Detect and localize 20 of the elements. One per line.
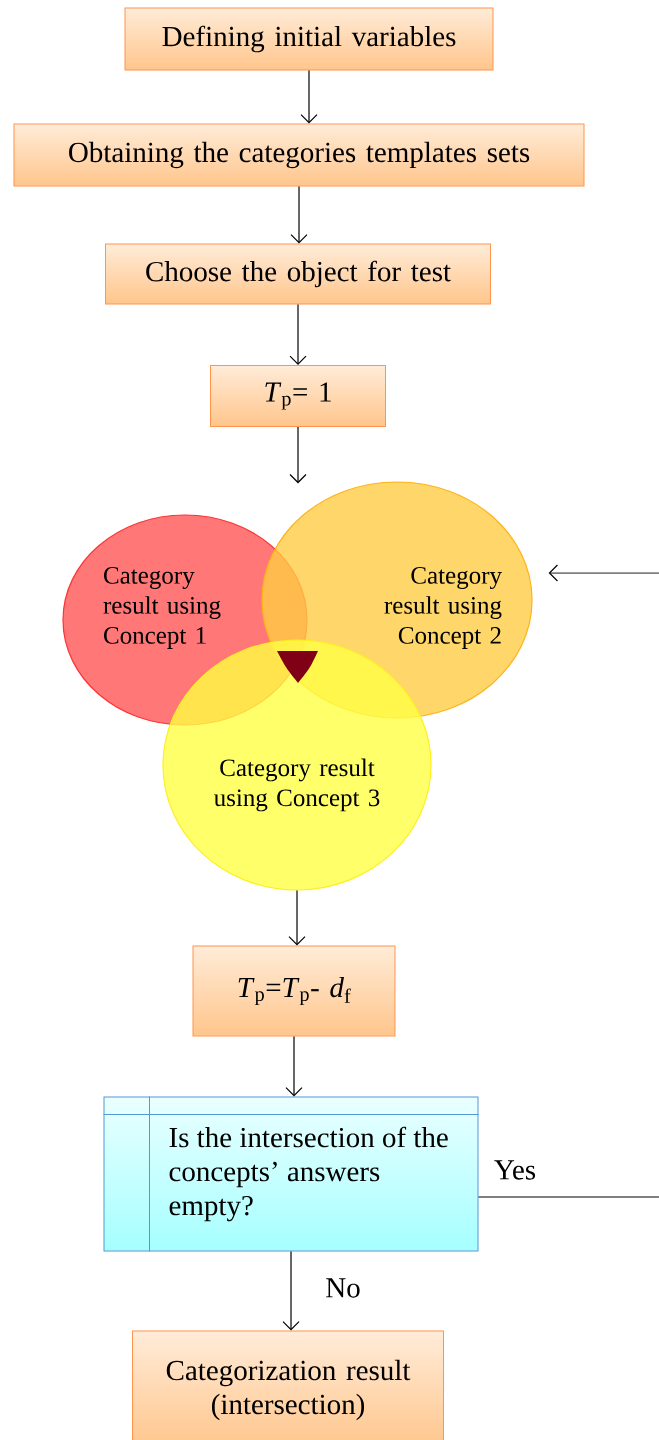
- circle-label: Category result using Concept 1: [103, 567, 221, 649]
- edge-label: No: [324, 1277, 362, 1299]
- circle-label: Category result using Concept 3: [214, 758, 380, 812]
- arrow: [548, 564, 659, 582]
- circle-label: Category result using Concept 2: [384, 567, 502, 649]
- process-box: T$_{p}$=T$_{p}$- d$_{f}$: [192, 945, 396, 1037]
- decision-box: Is the intersection of the concepts’ answers empty?: [103, 1096, 479, 1252]
- arrow: [288, 890, 306, 946]
- arrow: [300, 69, 318, 124]
- process-box: T$_{p}$= 1: [210, 365, 386, 427]
- process-box: Obtaining the categories templates sets: [13, 123, 585, 187]
- arrow: [282, 1250, 300, 1331]
- arrow: [285, 1035, 303, 1097]
- process-box: Categorization result (intersection): [132, 1330, 444, 1440]
- process-box: Defining initial variables: [124, 7, 494, 71]
- arrow: [289, 426, 307, 484]
- process-box: Choose the object for test: [105, 243, 491, 305]
- arrow: [290, 185, 308, 244]
- edge-label: Yes: [492, 1159, 538, 1181]
- arrow: [289, 303, 307, 365]
